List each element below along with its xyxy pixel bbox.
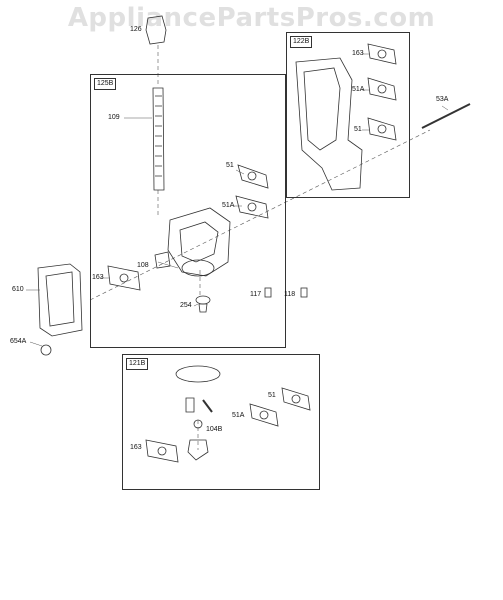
label-51-122b: 51	[354, 126, 362, 133]
manifold-shape	[295, 57, 363, 191]
label-117: 117	[250, 291, 262, 298]
part-109-shape	[152, 87, 165, 191]
label-163-main: 163	[92, 274, 104, 281]
label-51a-122b: 51A	[352, 86, 365, 93]
label-109: 109	[108, 114, 120, 121]
label-108: 108	[137, 262, 149, 269]
gasket-163-122b	[367, 43, 397, 65]
label-163-122b: 163	[352, 50, 364, 57]
box-125b-label: 125B	[94, 78, 117, 90]
label-53a: 53A	[436, 96, 449, 103]
label-610: 610	[12, 286, 24, 293]
stud-53a-shape	[421, 103, 471, 129]
label-118: 118	[284, 291, 296, 298]
box-121b-label: 121B	[126, 358, 149, 370]
label-126: 126	[130, 26, 142, 33]
gasket-51-121b	[281, 387, 311, 411]
gasket-51-122b	[367, 117, 397, 141]
part-126-shape	[145, 15, 167, 45]
label-51-main: 51	[226, 162, 234, 169]
leader-lines	[26, 53, 449, 347]
label-51a-121b: 51A	[232, 412, 245, 419]
gasket-163-121b	[145, 439, 179, 463]
carburetor-shape	[167, 207, 231, 277]
part-654a-shape	[40, 344, 52, 356]
label-51-121b: 51	[268, 392, 276, 399]
gasket-51a-main	[235, 195, 269, 219]
gasket-51-main	[237, 164, 269, 189]
label-163-121b: 163	[130, 444, 142, 451]
needle-shape	[185, 397, 195, 413]
part-117-shape	[264, 287, 272, 298]
box-122b-label: 122B	[290, 36, 313, 48]
gasket-51a-121b	[249, 403, 279, 427]
watermark: AppliancePartsPros.com	[67, 3, 436, 33]
gasket-51a-122b	[367, 77, 397, 101]
box-125b: 125B	[90, 74, 286, 348]
o-ring-shape	[175, 365, 221, 383]
part-118-shape	[300, 287, 308, 298]
label-254: 254	[180, 302, 192, 309]
label-51a-main: 51A	[222, 202, 235, 209]
part-104b-shape	[187, 439, 209, 461]
alignment-lines	[89, 45, 431, 450]
part-610-shape	[37, 263, 83, 337]
box-122b: 122B	[286, 32, 410, 198]
box-121b: 121B	[122, 354, 320, 490]
label-104b: 104B	[206, 426, 223, 433]
label-654a: 654A	[10, 338, 27, 345]
part-108-shape	[154, 251, 171, 269]
